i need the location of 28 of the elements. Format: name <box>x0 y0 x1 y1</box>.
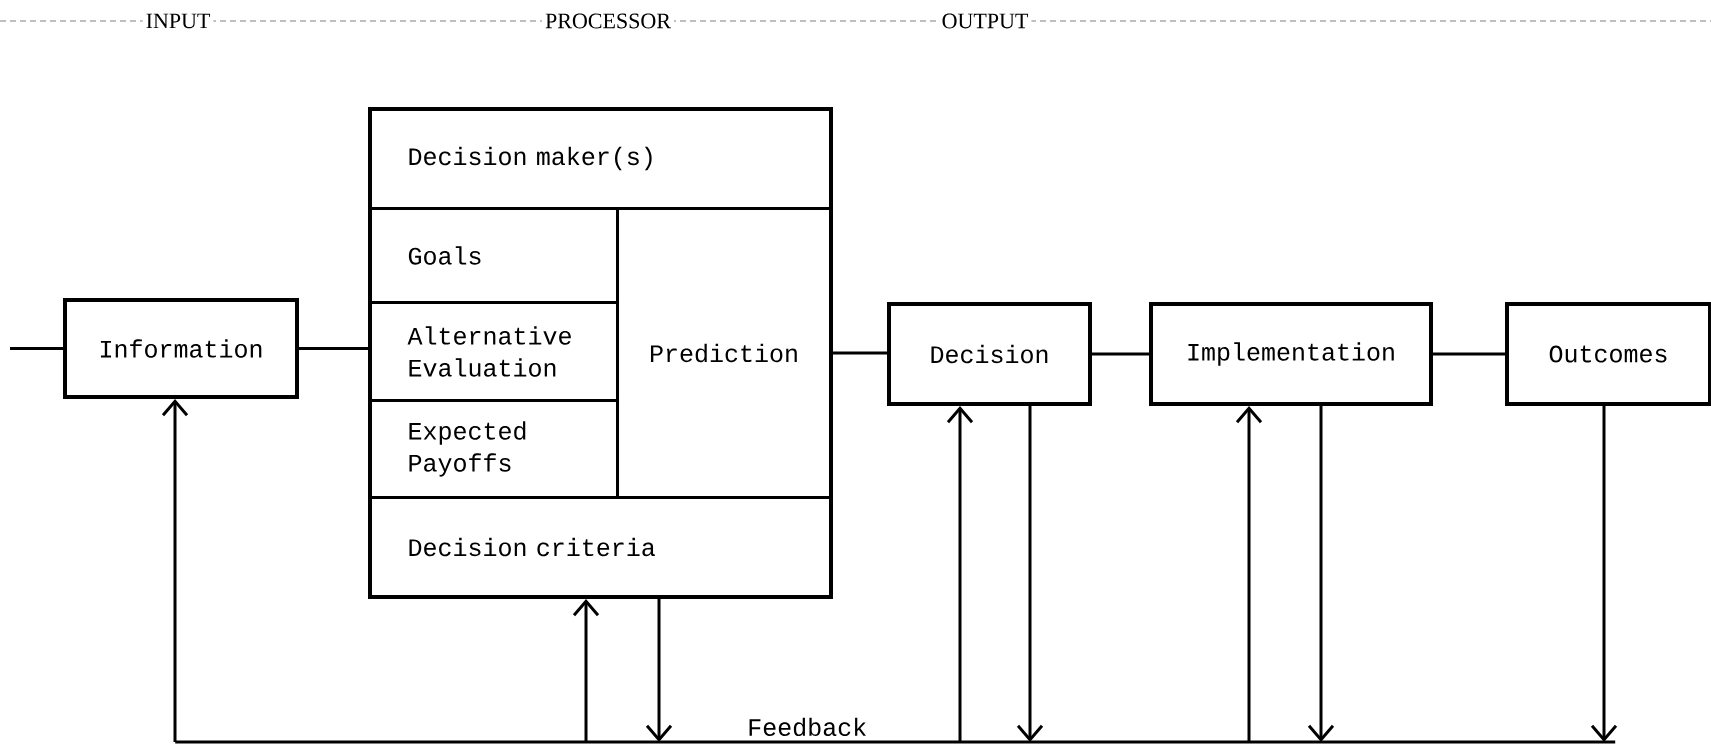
section-box: Prediction <box>616 207 832 499</box>
arrow <box>1590 406 1618 742</box>
section-box: Decision criteria <box>368 496 832 598</box>
section-box: Alternative Evaluation <box>368 301 619 402</box>
connector-line <box>1092 352 1149 356</box>
section-box: Decision maker(s) <box>368 107 832 210</box>
section-label: OUTPUT <box>938 10 1032 32</box>
section-box: Expected Payoffs <box>368 399 619 499</box>
feedback-line: Feedback <box>175 717 1616 744</box>
process-box: Outcomes <box>1505 302 1711 406</box>
arrow <box>1307 406 1335 742</box>
section-label: PROCESSOR <box>542 10 674 32</box>
section-label: INPUT <box>142 10 214 32</box>
processor-box <box>368 107 833 599</box>
arrow <box>1016 406 1044 742</box>
arrow <box>946 406 974 742</box>
connector-line <box>10 347 63 350</box>
process-box: Decision <box>887 302 1092 406</box>
arrow <box>1235 406 1263 742</box>
process-box: Implementation <box>1149 302 1433 406</box>
connector-line <box>299 347 368 350</box>
arrow <box>161 399 189 742</box>
section-box: Goals <box>368 207 619 304</box>
arrow <box>572 599 600 742</box>
connector-line <box>1433 352 1505 356</box>
connector-line <box>833 351 887 355</box>
process-box: Information <box>63 298 299 399</box>
arrow <box>645 599 673 742</box>
